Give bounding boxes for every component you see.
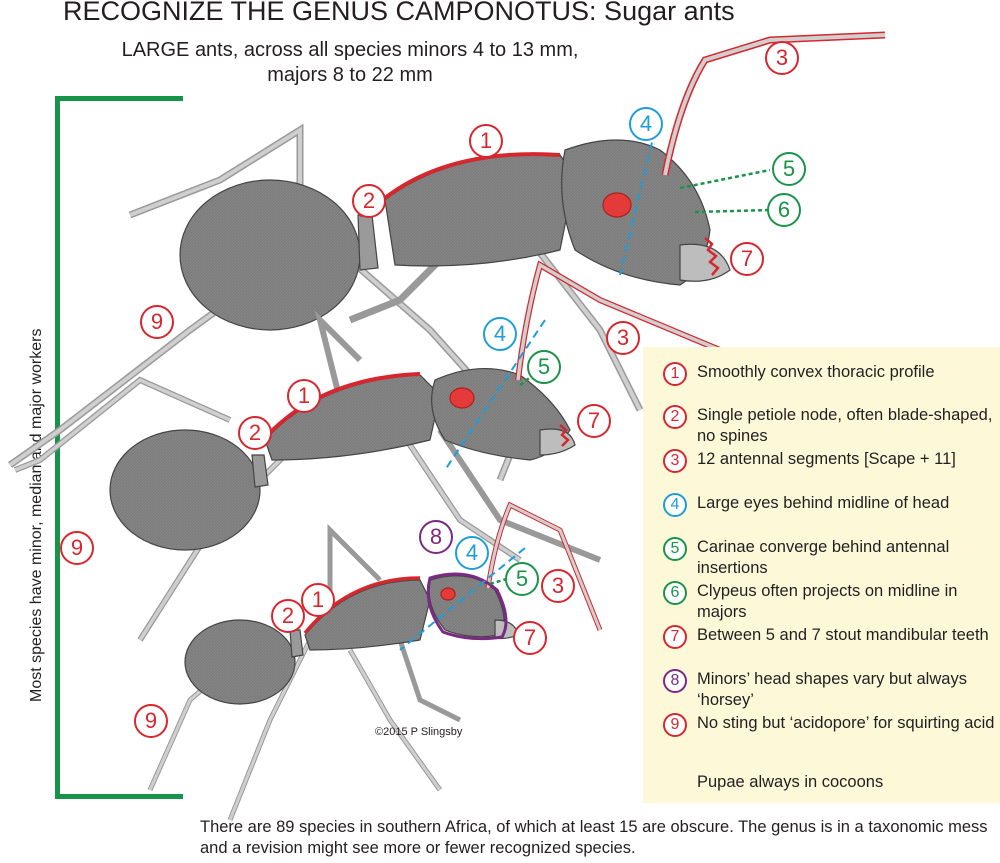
median-thorax-profile-highlight: [263, 372, 421, 440]
legend-number-1: 1: [663, 362, 687, 386]
legend-panel: 1 Smoothly convex thoracic profile 2 Sin…: [643, 347, 1000, 803]
legend-number-9: 9: [663, 713, 687, 737]
minor-worker-ant: [147, 501, 603, 821]
callout-minor-7: 7: [513, 621, 547, 655]
legend-text-1: Smoothly convex thoracic profile: [697, 363, 935, 381]
callout-minor-2: 2: [271, 599, 305, 633]
diagram-subtitle: LARGE ants, across all species minors 4 …: [70, 38, 630, 88]
median-worker-ant: [13, 260, 722, 642]
legend-number-2: 2: [663, 405, 687, 429]
callout-median-2: 2: [238, 416, 272, 450]
legend-number-7: 7: [663, 625, 687, 649]
legend-text-7: Between 5 and 7 stout mandibular teeth: [697, 626, 989, 644]
callout-minor-5: 5: [505, 562, 539, 596]
pupae-note: Pupae always in cocoons: [697, 773, 884, 791]
legend-text-3: 12 antennal segments [Scape + 11]: [697, 450, 956, 468]
callout-median-1: 1: [287, 379, 321, 413]
callout-minor-9: 9: [134, 704, 168, 738]
major-thorax-profile-highlight: [383, 152, 561, 200]
legend-text-9: No sting but ‘acidopore’ for squirting a…: [697, 714, 995, 732]
legend-number-6: 6: [663, 581, 687, 605]
minor-head-midline: [399, 547, 526, 651]
callout-median-9: 9: [60, 531, 94, 565]
callout-major-9: 9: [140, 305, 174, 339]
callout-major-7: 7: [730, 242, 764, 276]
callout-major-5: 5: [772, 152, 806, 186]
legend-text-4: Large eyes behind midline of head: [697, 494, 950, 512]
legend-text-5: Carinae converge behind antennal inserti…: [697, 538, 950, 577]
median-mandible-teeth: [559, 424, 570, 447]
legend-number-8: 8: [663, 669, 687, 693]
major-carinae-leader: [679, 168, 771, 190]
callout-minor-1: 1: [301, 583, 335, 617]
callout-major-3-lower: 3: [606, 321, 640, 355]
legend-number-4: 4: [663, 493, 687, 517]
callout-major-3-top: 3: [765, 41, 799, 75]
footer-note: There are 89 species in southern Africa,…: [200, 818, 988, 857]
subtitle-line-1: LARGE ants, across all species minors 4 …: [121, 39, 579, 61]
callout-minor-3: 3: [541, 569, 575, 603]
callout-median-7: 7: [577, 404, 611, 438]
callout-minor-4: 4: [455, 536, 489, 570]
major-clypeus-leader: [694, 208, 771, 214]
callout-median-4: 4: [483, 317, 517, 351]
major-mandible-teeth: [704, 237, 720, 276]
major-head-midline: [619, 129, 656, 276]
minor-head-outline: [426, 572, 508, 641]
legend-number-5: 5: [663, 537, 687, 561]
legend-text-8: Minors’ head shapes vary but always ‘hor…: [697, 670, 967, 709]
median-head-midline: [444, 319, 546, 471]
callout-minor-8: 8: [419, 520, 453, 554]
subtitle-line-2: majors 8 to 22 mm: [267, 64, 433, 86]
callout-major-6: 6: [767, 193, 801, 227]
callout-major-2: 2: [352, 184, 386, 218]
callout-major-1: 1: [469, 124, 503, 158]
legend-text-2: Single petiole node, often blade-shaped,…: [697, 406, 993, 445]
copyright-notice: ©2015 P Slingsby: [375, 726, 463, 738]
callout-major-4: 4: [629, 107, 663, 141]
legend-text-6: Clypeus often projects on midline in maj…: [697, 582, 958, 621]
legend-number-3: 3: [663, 449, 687, 473]
callout-median-5: 5: [527, 350, 561, 384]
minor-thorax-profile-highlight: [303, 576, 421, 635]
